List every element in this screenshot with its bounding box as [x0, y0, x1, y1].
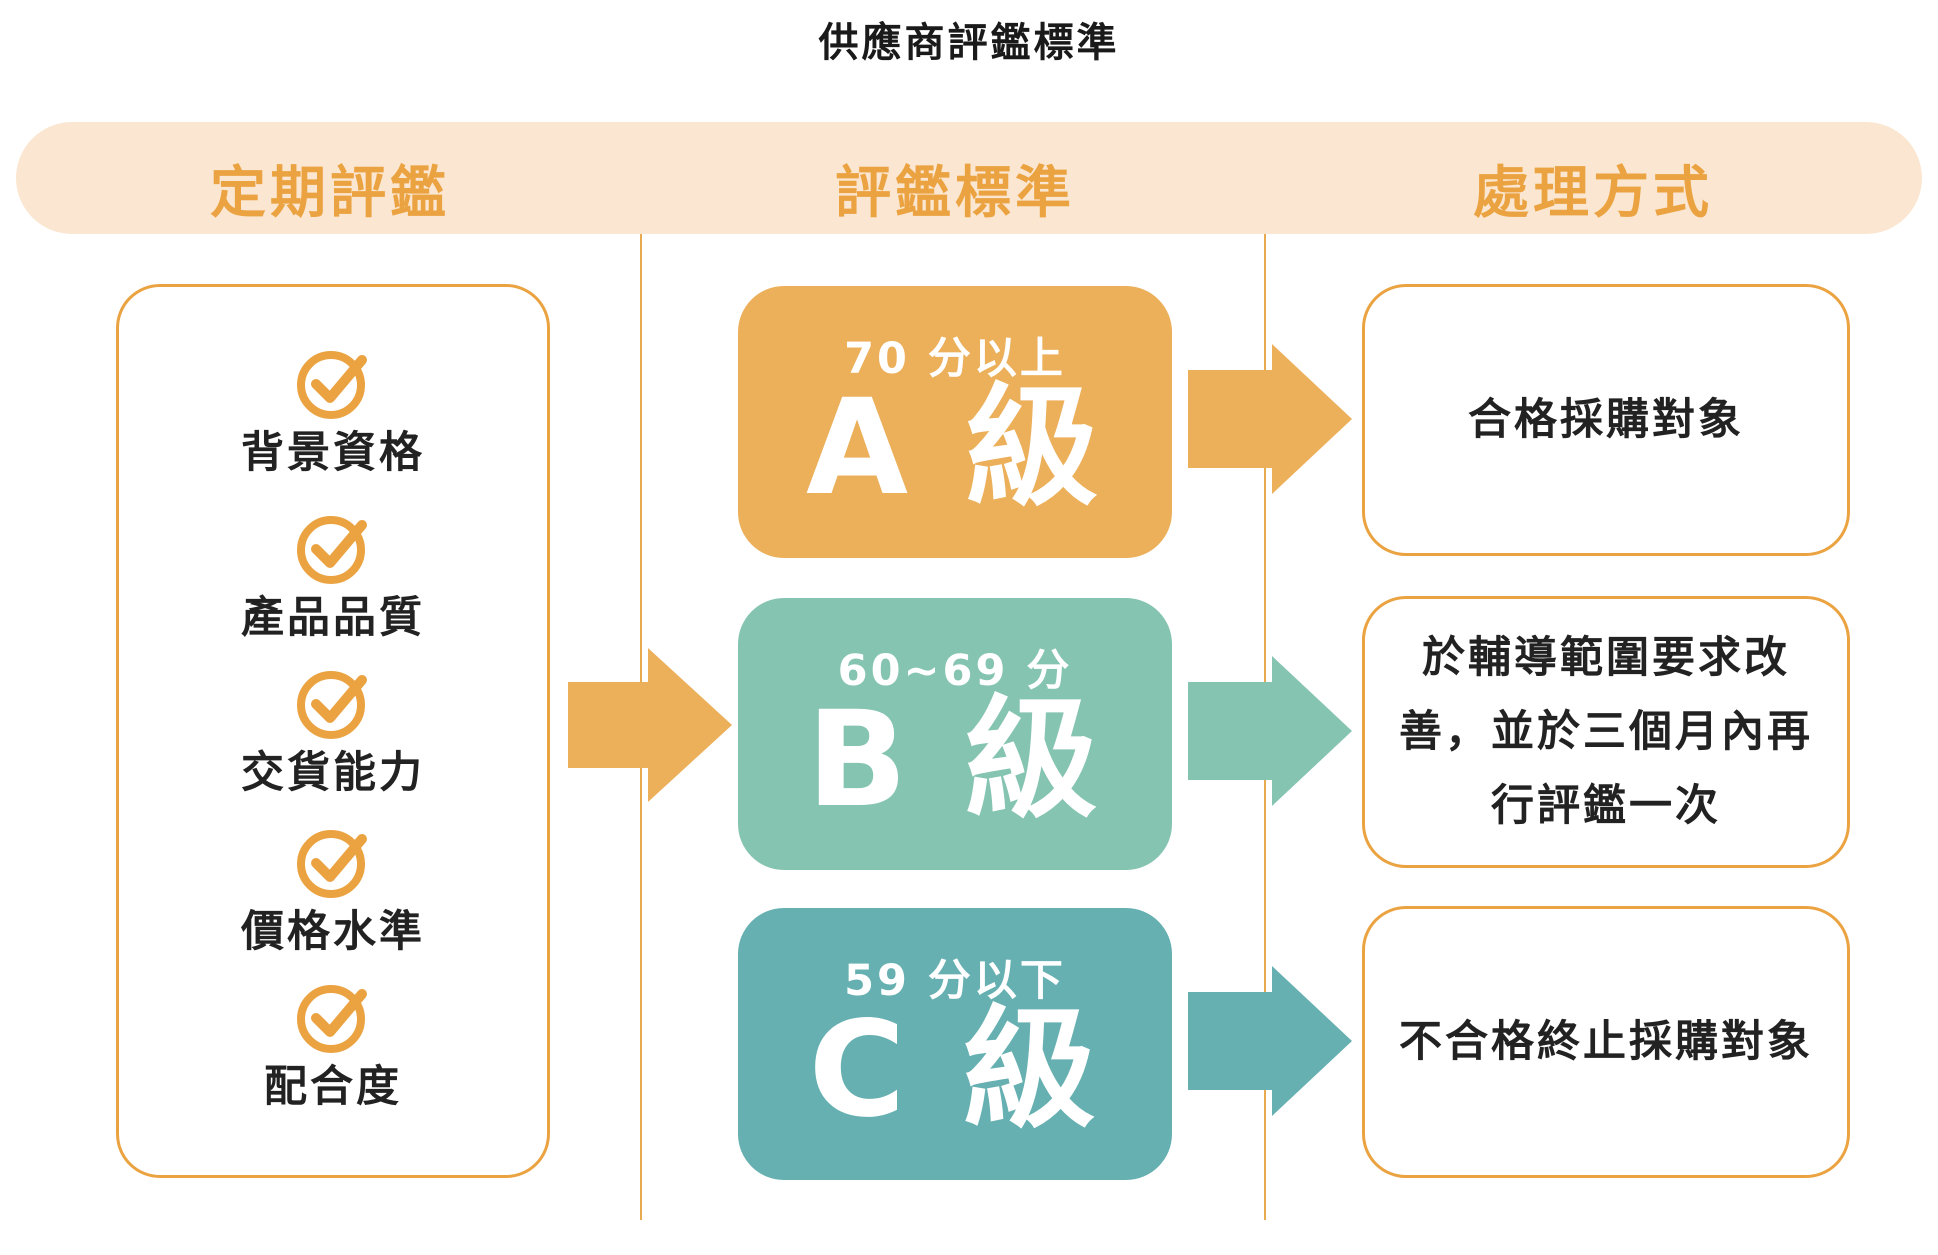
criterion-item: 交貨能力 — [116, 666, 550, 800]
criterion-label: 價格水準 — [241, 907, 425, 957]
check-circle-icon — [297, 351, 367, 419]
criterion-label: 配合度 — [264, 1062, 402, 1112]
column-header-criteria: 評鑑標準 — [835, 161, 1075, 226]
result-box-c: 不合格終止採購對象 — [1362, 906, 1850, 1178]
result-text-line: 行評鑑一次 — [1491, 781, 1721, 831]
arrow-right-icon — [1188, 656, 1352, 806]
result-text: 於輔導範圍要求改 善，並於三個月內再 行評鑑一次 — [1399, 621, 1813, 843]
result-text: 不合格終止採購對象 — [1399, 1017, 1813, 1067]
arrow-right-icon — [1188, 966, 1352, 1116]
criterion-label: 產品品質 — [241, 593, 425, 643]
result-box-a: 合格採購對象 — [1362, 284, 1850, 556]
grade-box-b: 60~69 分 B 級 — [738, 598, 1172, 870]
criterion-item: 背景資格 — [116, 346, 550, 480]
grade-name: B 級 — [806, 683, 1104, 837]
grade-box-c: 59 分以下 C 級 — [738, 908, 1172, 1180]
criterion-label: 交貨能力 — [241, 748, 425, 798]
check-circle-icon — [297, 671, 367, 739]
column-header-handling: 處理方式 — [1473, 161, 1713, 226]
grade-name: C 級 — [808, 993, 1102, 1147]
criterion-item: 價格水準 — [116, 825, 550, 959]
check-circle-icon — [297, 985, 367, 1053]
grade-name: A 級 — [805, 371, 1105, 525]
main-flow-arrow-icon — [568, 648, 732, 802]
result-box-b: 於輔導範圍要求改 善，並於三個月內再 行評鑑一次 — [1362, 596, 1850, 868]
column-header-periodic-review: 定期評鑑 — [210, 161, 450, 226]
grade-box-a: 70 分以上 A 級 — [738, 286, 1172, 558]
check-circle-icon — [297, 830, 367, 898]
grade-range: 70 分以上 — [844, 334, 1066, 384]
diagram-title: 供應商評鑑標準 — [818, 20, 1120, 66]
grade-range: 59 分以下 — [844, 956, 1066, 1006]
header-band — [16, 122, 1922, 234]
result-text: 合格採購對象 — [1468, 395, 1744, 445]
result-text-line: 善，並於三個月內再 — [1399, 707, 1813, 757]
arrow-right-icon — [1188, 344, 1352, 494]
criterion-item: 產品品質 — [116, 511, 550, 645]
result-text-line: 於輔導範圍要求改 — [1422, 633, 1790, 683]
criterion-item: 配合度 — [116, 980, 550, 1114]
check-circle-icon — [297, 516, 367, 584]
criterion-label: 背景資格 — [241, 428, 425, 478]
grade-range: 60~69 分 — [837, 646, 1073, 696]
